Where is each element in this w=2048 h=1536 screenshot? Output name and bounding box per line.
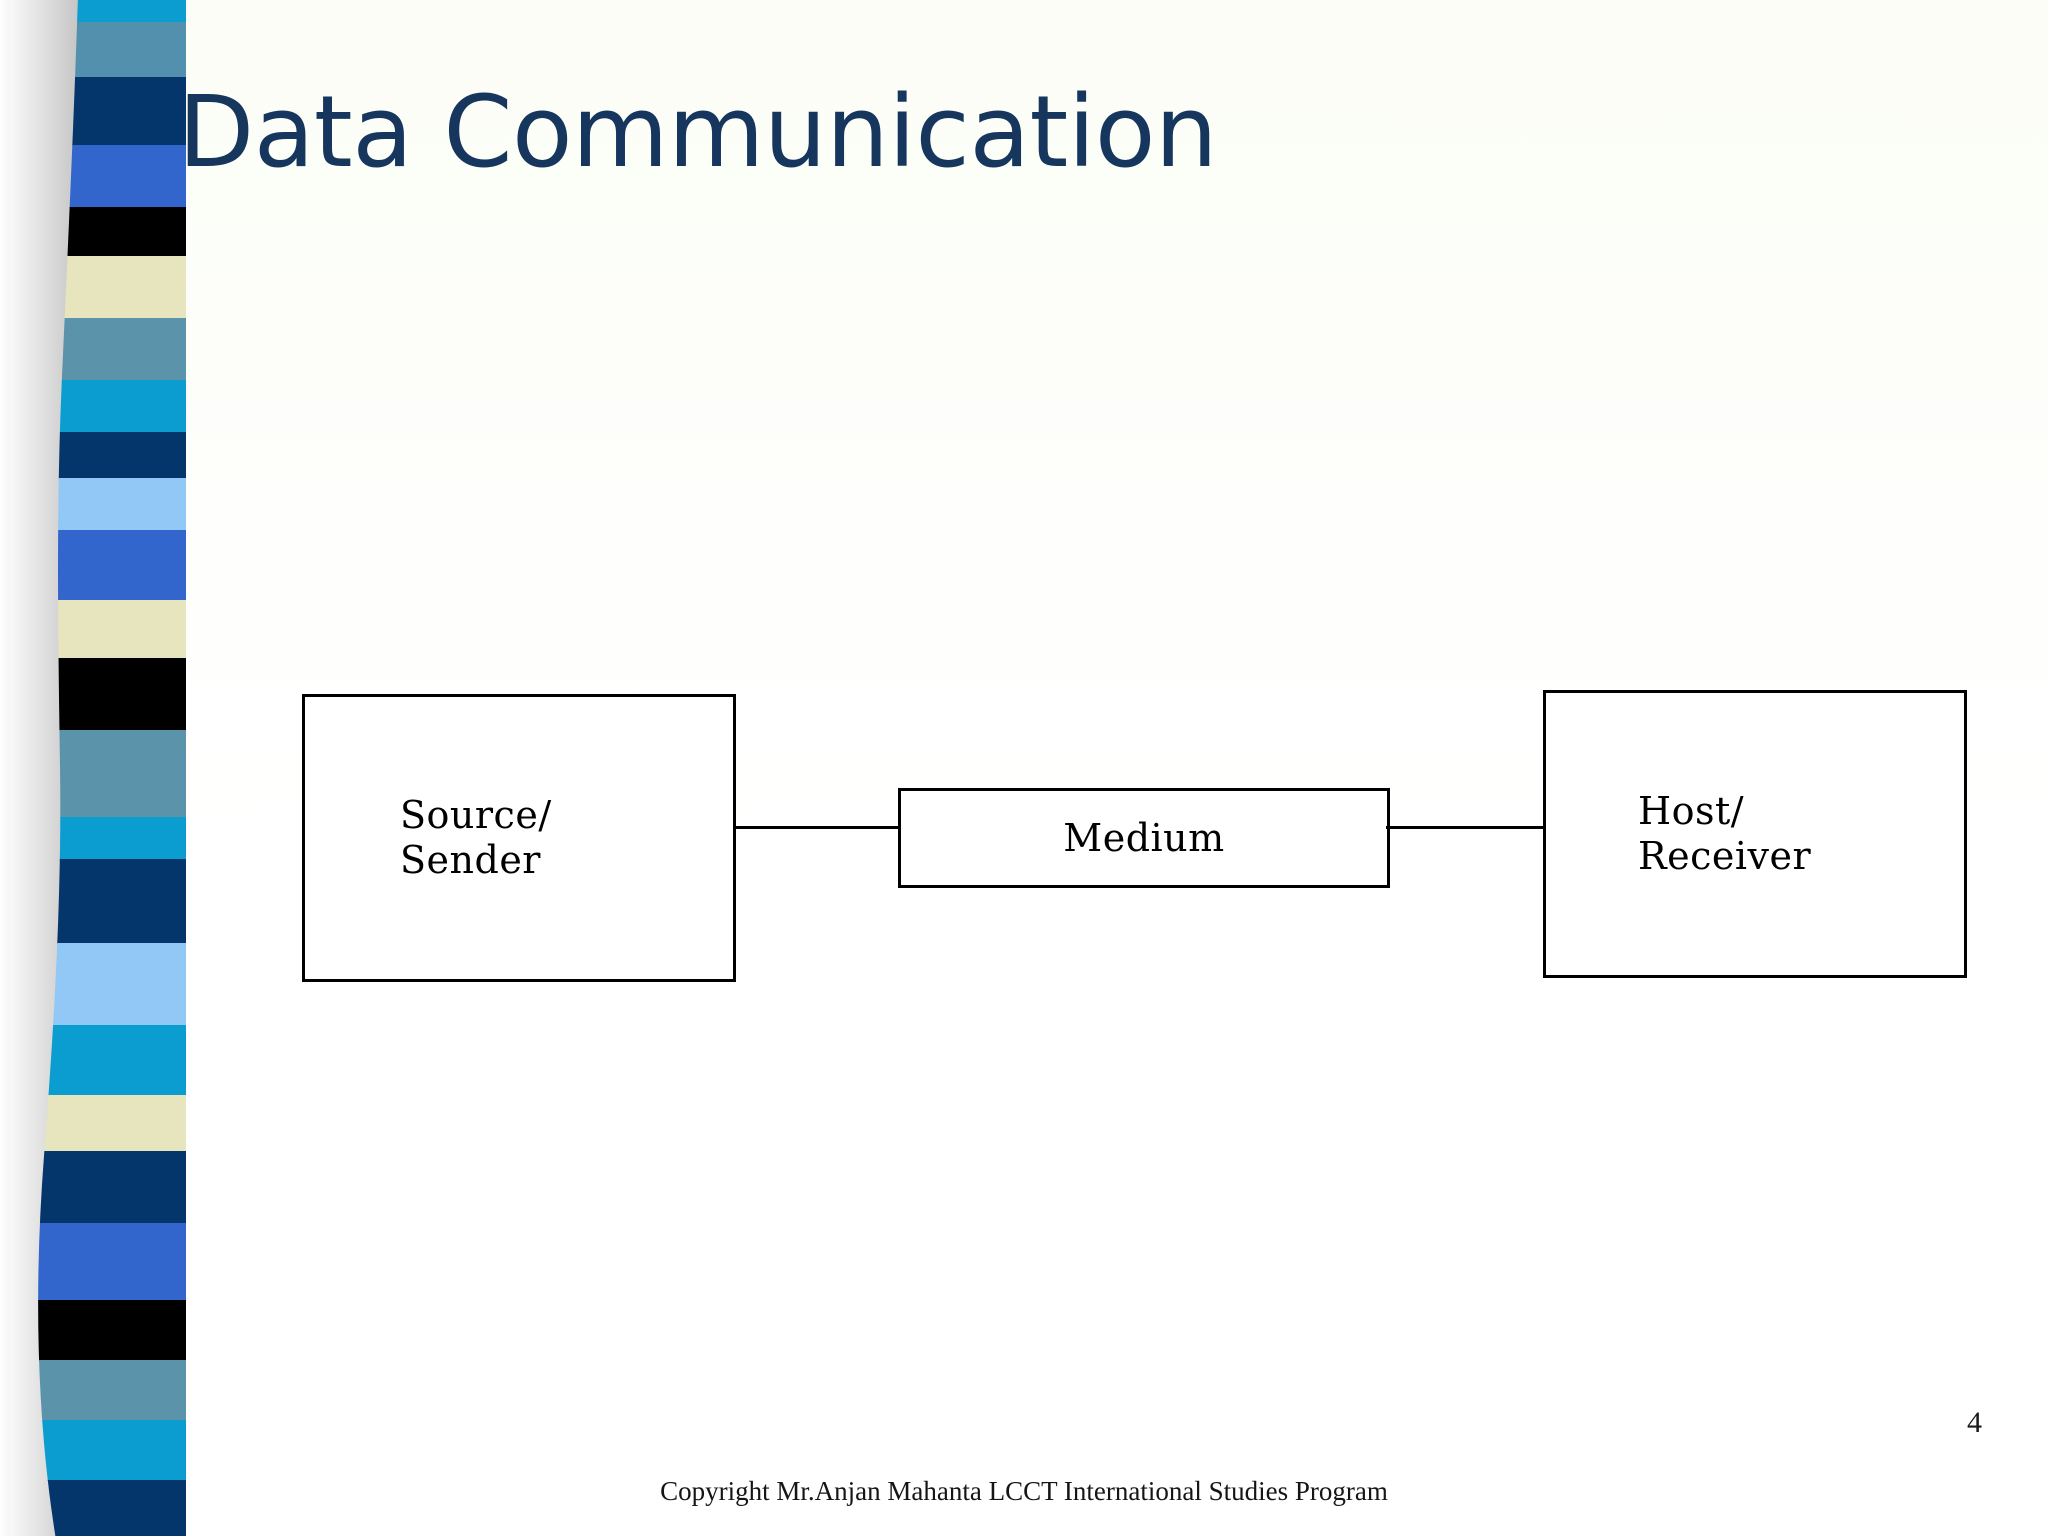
band-edge-highlight <box>0 0 10 1536</box>
box-source-text: Source/ Sender <box>305 793 733 883</box>
box-host-line2: Receiver <box>1638 834 1812 878</box>
connector-medium-to-host <box>1386 826 1548 829</box>
left-decorative-band <box>0 0 186 1536</box>
box-medium-text: Medium <box>1063 816 1224 861</box>
box-host-text: Host/ Receiver <box>1546 789 1964 879</box>
page-number: 4 <box>1967 1406 1982 1439</box>
diagram-box-host-receiver: Host/ Receiver <box>1543 690 1967 978</box>
diagram-box-source-sender: Source/ Sender <box>302 694 736 982</box>
box-medium-line1: Medium <box>1063 815 1225 860</box>
footer-copyright: Copyright Mr.Anjan Mahanta LCCT Internat… <box>660 1476 1388 1506</box>
box-host-line1: Host/ <box>1638 789 1745 834</box>
diagram-box-medium: Medium <box>898 788 1390 888</box>
box-source-line2: Sender <box>400 838 541 882</box>
box-source-line1: Source/ <box>400 793 552 838</box>
connector-source-to-medium <box>733 826 903 829</box>
slide-title: Data Communication <box>178 75 1218 190</box>
